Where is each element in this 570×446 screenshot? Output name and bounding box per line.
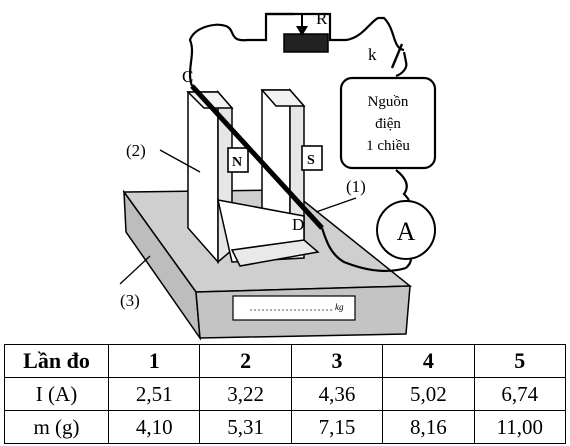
switch-label: k [368,45,377,64]
point-d-label: D [292,215,304,234]
table-cell: 4,36 [290,377,384,411]
table-cell: 5,31 [199,410,292,444]
rheostat [266,12,329,53]
north-pole-label: N [232,155,242,170]
row-label-mass: m (g) [4,410,109,444]
horseshoe-magnet [186,88,323,267]
table-cell: 5,02 [382,377,475,411]
north-pole-marker [227,147,249,173]
scale-unit-label: kg [335,302,344,312]
switch [390,43,404,69]
table-cell: 11,00 [473,410,567,444]
measurement-table: Lần đo 1 2 3 4 5 I (A) 2,51 3,22 4,36 5,… [4,344,567,444]
experiment-diagram: kg N S R k [119,9,437,341]
table-cell: 6,74 [473,377,567,411]
table-cell: 2,51 [107,377,201,411]
header-cell: 2 [199,344,292,378]
scale-display [232,295,356,321]
source-line-1: Nguồn [368,94,409,110]
ammeter-label: A [397,217,416,246]
south-pole-marker [301,145,323,171]
table-row: I (A) 2,51 3,22 4,36 5,02 6,74 [4,377,567,411]
table-cell: 8,16 [382,410,475,444]
label-scale: (3) [120,291,140,310]
table-header-row: Lần đo 1 2 3 4 5 [4,344,567,378]
source-line-3: 1 chiều [366,138,410,154]
table-cell: 4,10 [107,410,201,444]
source-line-2: điện [375,116,401,132]
header-cell: 4 [382,344,475,378]
label-rod: (1) [346,177,366,196]
rheostat-label: R [316,9,328,28]
table-row: m (g) 4,10 5,31 7,15 8,16 11,00 [4,410,567,444]
header-cell: Lần đo [4,344,109,378]
conductor-rod [190,84,324,230]
header-cell: 1 [107,344,201,378]
table-cell: 7,15 [290,410,384,444]
point-c-label: C [182,67,193,86]
row-label-current: I (A) [4,377,109,411]
table-cell: 3,22 [199,377,292,411]
south-pole-label: S [307,153,315,168]
header-cell: 3 [290,344,384,378]
dc-source [339,76,437,170]
header-cell: 5 [473,344,567,378]
ammeter [376,200,436,260]
label-magnet: (2) [126,141,146,160]
